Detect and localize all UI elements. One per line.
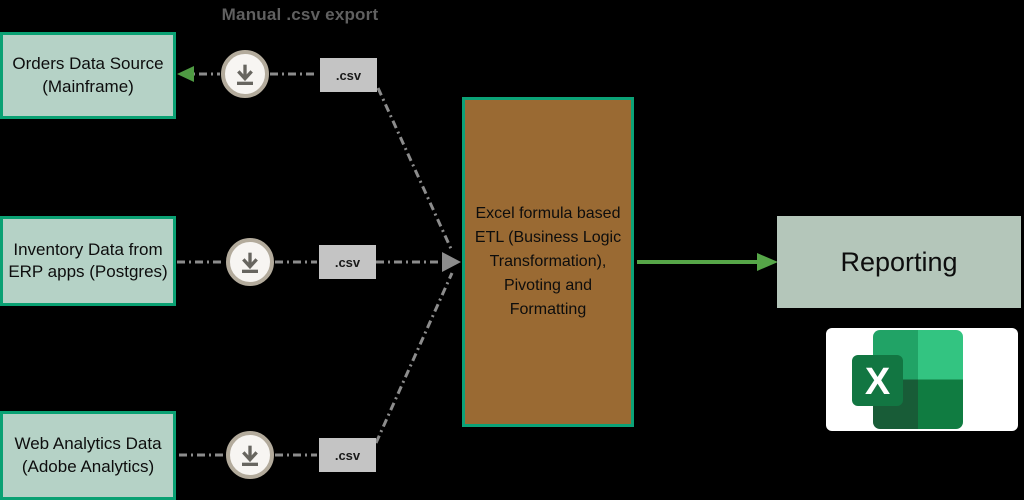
download-arrow-glyph <box>237 64 253 85</box>
source-box-web-analytics: Web Analytics Data (Adobe Analytics) <box>0 411 176 500</box>
source-label-web-analytics: Web Analytics Data (Adobe Analytics) <box>14 434 162 476</box>
csv-file-chip: .csv <box>319 245 376 279</box>
excel-x-letter: X <box>865 361 891 403</box>
excel-icon: X <box>852 330 963 429</box>
diagram-title: Manual .csv export <box>221 5 379 24</box>
download-arrow-glyph <box>242 252 258 273</box>
excel-logo-card: X <box>826 328 1018 431</box>
csv-label: .csv <box>335 67 362 83</box>
source-label-inventory: Inventory Data from ERP apps (Postgres) <box>8 239 168 281</box>
csv-file-chip: .csv <box>319 438 376 472</box>
download-icon <box>226 431 274 479</box>
source-box-orders: Orders Data Source (Mainframe) <box>0 32 176 119</box>
csv-file-chip: .csv <box>320 58 377 92</box>
download-arrow-glyph <box>242 445 258 466</box>
arrowhead-to-etl <box>442 252 461 272</box>
dash-csv1-to-etl <box>376 87 454 252</box>
etl-process-box: Excel formula based ETL (Business Logic … <box>462 97 634 427</box>
arrowhead-to-orders <box>177 66 194 82</box>
reporting-box: Reporting <box>777 216 1021 308</box>
csv-label: .csv <box>334 447 361 463</box>
arrowhead-to-reporting <box>757 253 778 271</box>
download-icon <box>221 50 269 98</box>
download-icon <box>226 238 274 286</box>
dash-csv3-to-etl <box>374 272 454 444</box>
source-box-inventory: Inventory Data from ERP apps (Postgres) <box>0 216 176 306</box>
etl-label: Excel formula based ETL (Business Logic … <box>474 205 622 318</box>
source-label-orders: Orders Data Source (Mainframe) <box>12 54 164 96</box>
csv-label: .csv <box>334 254 361 270</box>
reporting-label: Reporting <box>840 246 958 277</box>
